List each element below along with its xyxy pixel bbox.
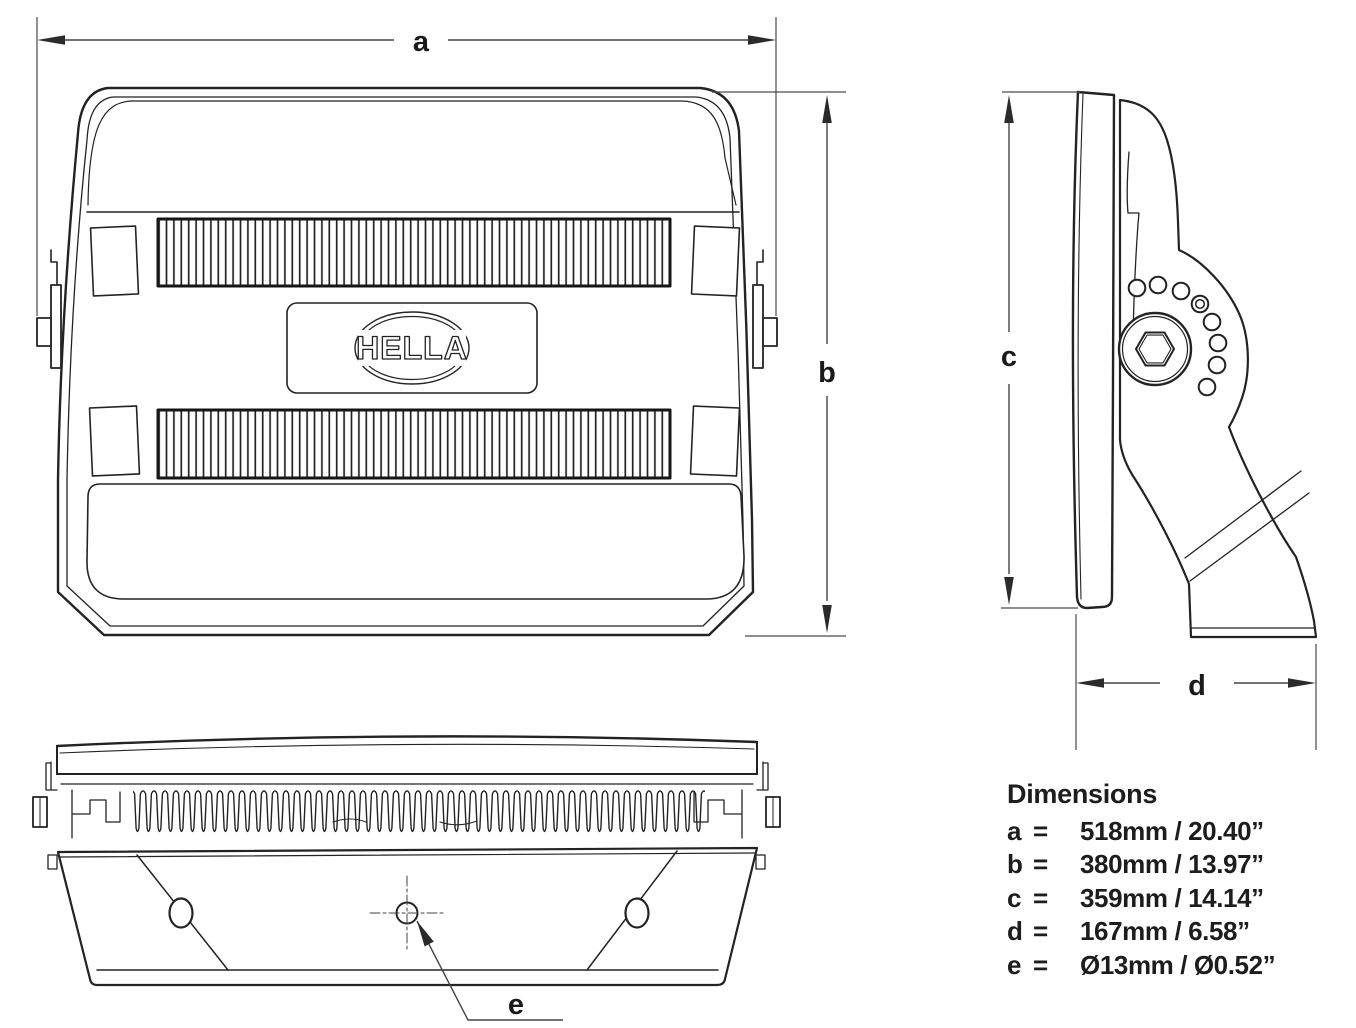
base-plate-left-tab xyxy=(47,854,58,870)
dimension-key: a xyxy=(1007,816,1022,846)
right-bracket-tab xyxy=(752,284,764,369)
dimension-row-d: d = 167mm / 6.58” xyxy=(1007,915,1275,948)
led-strip-lower xyxy=(156,408,672,480)
dim-a-arrow-left xyxy=(37,35,65,45)
dimension-equals: = xyxy=(1033,816,1048,846)
dim-c-arrow-bottom xyxy=(1004,577,1014,605)
dim-label-e: e xyxy=(508,989,524,1021)
hella-badge: HELLA xyxy=(286,302,538,394)
hella-logo-text-clearing xyxy=(358,330,466,366)
dim-b-extension-lines xyxy=(712,91,846,637)
dimension-a: a xyxy=(36,17,777,316)
mount-hole-right xyxy=(624,897,650,929)
dimension-d: d xyxy=(1075,614,1317,750)
dim-d-arrow-left xyxy=(1076,678,1104,688)
bottom-view xyxy=(32,735,781,987)
dimension-key: b xyxy=(1007,849,1023,880)
dimension-annotations: a b c xyxy=(36,17,1317,1021)
dim-d-extension-lines xyxy=(1075,614,1317,750)
heatsink-shelf-lines xyxy=(332,818,478,826)
dimension-value: 380mm / 13.97” xyxy=(1080,849,1264,880)
lid-right-hook xyxy=(756,761,769,791)
dim-label-d: d xyxy=(1188,670,1206,702)
hex-bolt-inner xyxy=(1138,334,1172,364)
dimension-equals: = xyxy=(1033,849,1048,880)
dim-b-arrow-bottom xyxy=(822,605,832,633)
dimension-key: d xyxy=(1007,916,1023,947)
lamp-body-inner-line xyxy=(66,96,745,627)
dim-a-extension-lines xyxy=(36,17,777,316)
dim-label-c: c xyxy=(1001,341,1017,373)
reflector-window-bottom-right xyxy=(689,405,741,477)
lid-end-caps xyxy=(56,741,758,775)
dimensions-table: Dimensions a = 518mm / 20.40” b = 380mm … xyxy=(1007,779,1276,982)
lamp-profile xyxy=(1071,90,1116,610)
hella-logo-ellipse-outer xyxy=(354,311,470,385)
upper-panel-arc xyxy=(87,100,737,206)
dimensions-title: Dimensions xyxy=(1007,779,1158,809)
dimension-b: b xyxy=(712,91,846,637)
dimension-key: c xyxy=(1007,882,1022,913)
dimension-c: c xyxy=(1001,91,1080,609)
heatsink-fins xyxy=(133,784,705,840)
center-hole-crosshair xyxy=(369,875,445,951)
left-bracket-tab xyxy=(50,284,62,369)
dimension-key: e xyxy=(1007,949,1022,980)
heatsink-right-steps xyxy=(693,789,743,839)
bracket-arm-inner-line xyxy=(1126,151,1140,341)
lid-top-arc xyxy=(55,735,759,748)
front-view: HELLA xyxy=(36,86,778,637)
dim-e-arrow xyxy=(417,921,434,947)
dim-b-arrow-top xyxy=(822,95,832,123)
hella-logo-text: HELLA xyxy=(356,330,468,366)
dim-c-arrow-top xyxy=(1004,95,1014,123)
hex-bolt xyxy=(1135,331,1175,367)
dim-d-arrow-right xyxy=(1288,678,1316,688)
dimension-row-b: b = 380mm / 13.97” xyxy=(1007,848,1275,881)
reflector-window-top-right xyxy=(690,225,741,297)
dimension-value: 359mm / 14.14” xyxy=(1080,882,1264,913)
reflector-window-top-left xyxy=(89,225,140,297)
dimension-value: Ø13mm / Ø0.52” xyxy=(1080,949,1276,980)
dimension-value: 518mm / 20.40” xyxy=(1080,816,1264,846)
adjustment-hole-ring xyxy=(1194,298,1206,310)
left-mount-bolt xyxy=(36,317,52,347)
dim-label-a: a xyxy=(413,26,430,58)
adjustment-holes xyxy=(1127,275,1228,397)
dimension-row-c: c = 359mm / 14.14” xyxy=(1007,882,1275,915)
heatsink-left-steps xyxy=(71,789,121,839)
lamp-profile-inner-line xyxy=(1077,93,1084,600)
base-plate-right-tab xyxy=(755,854,766,870)
dimension-value: 167mm / 6.58” xyxy=(1080,916,1250,947)
dimension-row-e: e = Ø13mm / Ø0.52” xyxy=(1007,949,1276,982)
dimension-row-a: a = 518mm / 20.40” xyxy=(1007,815,1275,848)
pivot-circle-inner xyxy=(1121,315,1189,383)
lid-top-arc-inner xyxy=(59,743,755,754)
dimension-e: e xyxy=(416,920,563,1021)
lid-left-hook xyxy=(45,761,58,791)
reflector-window-bottom-left xyxy=(88,405,141,477)
mount-hole-left xyxy=(168,897,194,929)
bracket-foot-stripes xyxy=(1184,470,1310,582)
dimension-equals: = xyxy=(1033,916,1048,947)
side-view xyxy=(1071,90,1318,639)
dimension-equals: = xyxy=(1033,882,1048,913)
dimension-equals: = xyxy=(1033,949,1048,980)
left-bracket-step xyxy=(50,249,58,286)
dim-e-leader-line xyxy=(416,920,563,1021)
lower-lens-panel xyxy=(86,483,745,600)
dim-a-arrow-right xyxy=(748,35,776,45)
dim-c-extension-lines xyxy=(1001,91,1080,609)
dim-label-b: b xyxy=(818,357,836,389)
base-plate-top-inner xyxy=(59,852,756,858)
right-bracket-step xyxy=(756,249,764,286)
led-strip-upper xyxy=(156,217,672,288)
right-mount-bolt xyxy=(762,317,778,347)
